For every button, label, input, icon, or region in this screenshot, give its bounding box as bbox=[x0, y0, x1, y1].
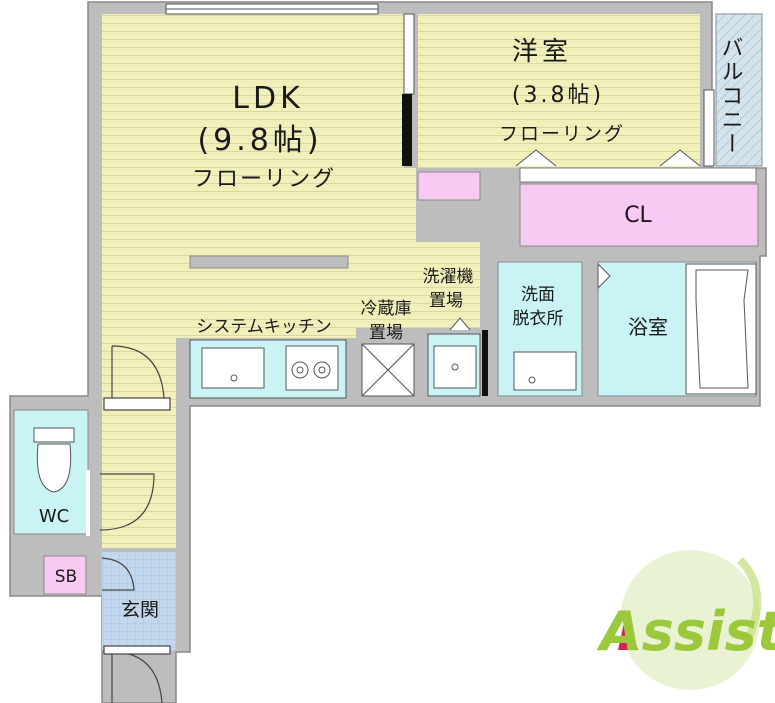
washroom-label-2: 脱衣所 bbox=[513, 309, 564, 329]
fridge-space bbox=[361, 343, 415, 397]
wash-basin bbox=[513, 351, 577, 391]
closet-doors bbox=[515, 149, 757, 183]
western-size: (3.8帖) bbox=[512, 83, 604, 108]
entrance-door bbox=[103, 645, 171, 703]
bath-door bbox=[597, 262, 611, 290]
washroom-label-1: 洗面 bbox=[521, 285, 555, 305]
washer-label-1: 洗濯機 bbox=[423, 267, 474, 287]
washer-label-2: 置場 bbox=[429, 291, 463, 311]
sink bbox=[201, 347, 265, 389]
sliding-door bbox=[402, 13, 415, 166]
assist-logo: Assist bbox=[596, 550, 775, 690]
entrance-label: 玄関 bbox=[121, 599, 159, 621]
closet-label: CL bbox=[624, 203, 652, 228]
counter-bar bbox=[189, 255, 349, 269]
ldk-floor-label: フローリング bbox=[192, 167, 336, 192]
balcony-label: バルコニー bbox=[718, 36, 743, 156]
wc-label: WC bbox=[39, 506, 69, 527]
hall-door bbox=[103, 345, 171, 411]
western-floor-label: フローリング bbox=[499, 123, 625, 145]
ldk-name: LDK bbox=[232, 81, 304, 116]
sb-label: SB bbox=[55, 567, 77, 587]
wc-door bbox=[86, 470, 155, 536]
kitchen-counter bbox=[189, 339, 347, 399]
western-name: 洋室 bbox=[512, 37, 572, 67]
ldk-size: (9.8帖) bbox=[197, 123, 322, 158]
hall-floor bbox=[102, 338, 176, 548]
balcony-window bbox=[703, 89, 715, 167]
ldk-window bbox=[165, 3, 379, 15]
entrance-floor bbox=[102, 552, 176, 650]
shoebox-floor bbox=[43, 555, 87, 595]
bath-label: 浴室 bbox=[628, 315, 668, 339]
fridge-label-1: 冷蔵庫 bbox=[361, 299, 412, 319]
bathtub bbox=[685, 263, 757, 395]
washer-space bbox=[427, 317, 488, 397]
toilet bbox=[33, 427, 75, 493]
fridge-label-2: 置場 bbox=[369, 323, 403, 343]
storage-floor bbox=[417, 171, 481, 201]
kitchen-label: システムキッチン bbox=[196, 317, 332, 337]
logo-text: Assist bbox=[596, 600, 775, 663]
balcony-floor bbox=[715, 13, 763, 167]
ldk-floor bbox=[102, 14, 480, 548]
closet-floor bbox=[519, 183, 759, 247]
sb-door bbox=[101, 557, 135, 591]
western-room-floor bbox=[418, 14, 700, 168]
